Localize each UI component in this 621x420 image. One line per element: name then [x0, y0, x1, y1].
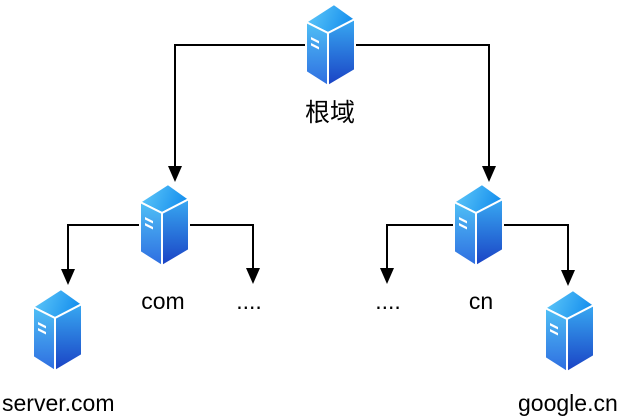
cn-tld-label: cn: [468, 288, 494, 314]
com-tld-label: com: [141, 288, 185, 314]
arrowhead-to-googlecn: [561, 270, 575, 286]
com-tld-server-icon: [139, 183, 190, 266]
more-tlds-left-label: ....: [236, 288, 262, 314]
more-tlds-right-label: ....: [375, 288, 401, 314]
root-domain-label: 根域: [304, 99, 355, 127]
arrowhead-to-more-right: [380, 268, 394, 284]
google-cn-host-icon: [544, 289, 595, 372]
arrowhead-to-servercom: [61, 269, 75, 285]
root-dns-server-icon: [305, 3, 356, 86]
cn-tld-server-icon: [453, 183, 504, 266]
arrowhead-to-more-left: [246, 268, 260, 284]
arrowhead-to-com: [168, 166, 182, 182]
server-com-host-icon: [32, 288, 83, 371]
google-cn-label: google.cn: [518, 390, 618, 416]
arrowhead-to-cn: [482, 166, 496, 182]
server-com-label: server.com: [2, 390, 115, 416]
